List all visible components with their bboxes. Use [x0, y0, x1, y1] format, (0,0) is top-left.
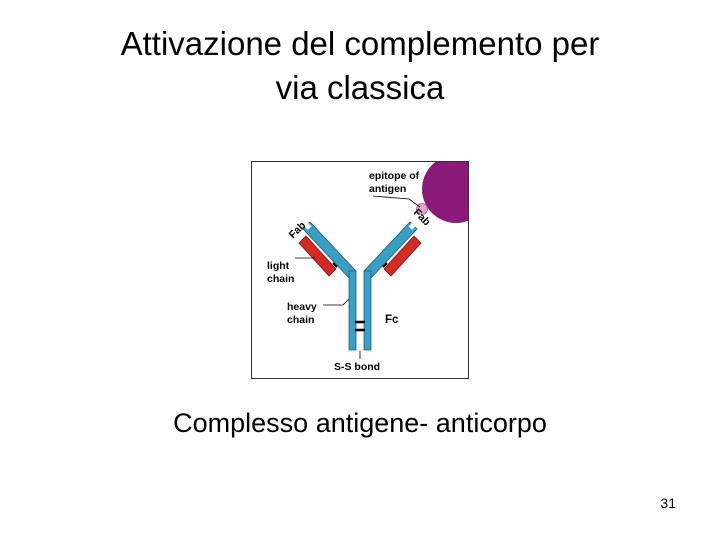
light-chain-label-line-2: chain	[267, 273, 294, 285]
light-chain-label-line-1: light	[267, 260, 290, 272]
page-number: 31	[660, 495, 676, 511]
slide-title-line-1: Attivazione del complemento per	[120, 25, 600, 62]
slide-title-line-2: via classica	[275, 69, 445, 106]
epitope-label-line-1: epitope of	[369, 170, 420, 182]
figure-caption: Complesso antigene- anticorpo	[173, 408, 547, 438]
antibody-diagram-svg: epitope of antigen Fab Fab light chain h…	[251, 161, 469, 379]
fc-label: Fc	[385, 314, 399, 326]
antigen-shape	[422, 162, 468, 223]
disulfide-bonds	[332, 262, 388, 332]
light-chain-left	[298, 235, 337, 277]
epitope-label-line-2: antigen	[369, 183, 406, 195]
slide-title: Attivazione del complemento per via clas…	[0, 22, 720, 110]
heavy-chain-label-line-2: chain	[287, 314, 314, 326]
light-chain-right	[383, 235, 422, 277]
antibody-diagram: epitope of antigen Fab Fab light chain h…	[251, 161, 469, 379]
ss-bond-label: S-S bond	[334, 361, 380, 373]
heavy-chain-label-line-1: heavy	[287, 301, 317, 313]
leader-lines	[295, 195, 421, 359]
